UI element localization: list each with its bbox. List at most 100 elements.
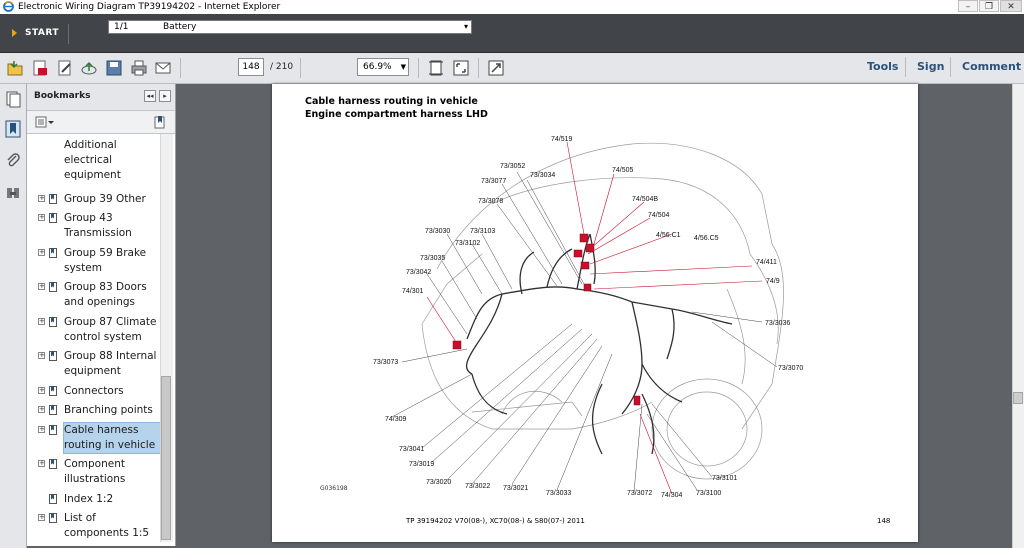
upload-cloud-icon[interactable] xyxy=(79,58,99,78)
svg-text:73/3021: 73/3021 xyxy=(503,485,528,492)
page-number-input[interactable]: 148 xyxy=(238,58,264,76)
expand-toggle-icon[interactable]: + xyxy=(38,513,45,521)
svg-text:73/3103: 73/3103 xyxy=(470,228,495,235)
svg-text:74/9: 74/9 xyxy=(766,278,780,285)
svg-text:74/411: 74/411 xyxy=(756,259,777,266)
divider xyxy=(180,58,181,78)
svg-text:73/3020: 73/3020 xyxy=(426,479,451,486)
bookmark-label: Branching points xyxy=(64,404,153,416)
expand-toggle-icon[interactable]: + xyxy=(38,194,45,202)
bookmark-icon xyxy=(49,405,57,415)
bookmark-icon[interactable] xyxy=(4,120,22,138)
svg-text:4/56.C1: 4/56.C1 xyxy=(656,232,681,239)
bookmark-icon xyxy=(49,386,57,396)
zoom-select[interactable]: 66.9%▼ xyxy=(357,58,409,76)
chevron-down-icon: ▼ xyxy=(400,63,406,71)
bookmarks-scrollbar-thumb[interactable] xyxy=(161,376,171,540)
svg-text:73/3073: 73/3073 xyxy=(373,359,398,366)
page-total: / 210 xyxy=(270,62,294,72)
divider xyxy=(418,58,419,78)
svg-text:73/3101: 73/3101 xyxy=(712,475,737,482)
edit-icon[interactable] xyxy=(55,58,75,78)
bookmark-label: Group 87 Climate control system xyxy=(64,316,157,343)
svg-text:73/3033: 73/3033 xyxy=(546,490,571,497)
bookmark-icon xyxy=(49,425,57,435)
document-scrollbar[interactable] xyxy=(1012,84,1024,548)
expand-toggle-icon[interactable]: + xyxy=(38,459,45,467)
expand-toggle-icon[interactable]: + xyxy=(38,425,45,433)
bookmark-label: Additional electrical equipment xyxy=(64,139,121,181)
leader-lines xyxy=(426,141,763,495)
expand-toggle-icon[interactable]: + xyxy=(38,282,45,290)
bookmark-icon xyxy=(49,459,57,469)
start-label: START xyxy=(25,28,60,38)
bookmark-icon xyxy=(49,282,57,292)
open-icon[interactable] xyxy=(5,58,25,78)
black-leaders xyxy=(391,171,778,493)
print-icon[interactable] xyxy=(129,58,149,78)
bookmark-icon xyxy=(49,213,57,223)
svg-text:74/519: 74/519 xyxy=(551,136,573,143)
fit-width-icon[interactable] xyxy=(426,58,446,78)
expand-toggle-icon[interactable]: + xyxy=(38,248,45,256)
sign-button[interactable]: Sign xyxy=(917,60,945,73)
expand-toggle-icon[interactable]: + xyxy=(38,405,45,413)
bookmark-label: Index 1:2 xyxy=(64,493,114,505)
bookmark-label: Connectors xyxy=(64,385,124,397)
tools-button[interactable]: Tools xyxy=(867,60,899,73)
attachment-icon[interactable] xyxy=(4,152,22,170)
svg-text:73/3052: 73/3052 xyxy=(500,163,525,170)
bookmark-label: Cable harness routing in vehicle xyxy=(63,422,160,454)
bookmark-icon xyxy=(49,351,57,361)
bookmark-label: Group 39 Other xyxy=(64,193,146,205)
bookmark-icon xyxy=(49,513,57,523)
bookmark-label: Group 43 Transmission xyxy=(64,212,132,239)
close-button[interactable]: ✕ xyxy=(1000,0,1022,12)
page-thumbnails-icon[interactable] xyxy=(4,90,22,108)
expand-toggle-icon[interactable]: + xyxy=(38,317,45,325)
window-title: Electronic Wiring Diagram TP39194202 - I… xyxy=(18,2,281,12)
save-icon[interactable] xyxy=(104,58,124,78)
svg-text:73/3041: 73/3041 xyxy=(399,446,424,453)
restore-button[interactable]: ❐ xyxy=(979,0,999,12)
svg-text:73/3102: 73/3102 xyxy=(455,240,480,247)
start-button[interactable]: START xyxy=(12,24,59,42)
document-scrollbar-thumb[interactable] xyxy=(1013,392,1023,404)
bookmarks-title: Bookmarks xyxy=(34,91,91,101)
email-icon[interactable] xyxy=(153,58,173,78)
comment-button[interactable]: Comment xyxy=(962,60,1022,73)
minimize-button[interactable]: – xyxy=(958,0,978,12)
svg-text:74/309: 74/309 xyxy=(385,416,407,423)
svg-text:73/3022: 73/3022 xyxy=(465,483,490,490)
chapter-select[interactable]: 1/1 Battery ▾ xyxy=(108,20,472,34)
svg-text:74/505: 74/505 xyxy=(612,167,634,174)
pdf-page xyxy=(272,84,918,542)
svg-text:73/3070: 73/3070 xyxy=(778,365,803,372)
document-heading: Cable harness routing in vehicle xyxy=(305,96,478,107)
bookmark-icon xyxy=(49,194,57,204)
bookmark-icon xyxy=(49,248,57,258)
expand-toggle-icon[interactable]: + xyxy=(38,386,45,394)
expand-toggle-icon[interactable]: + xyxy=(38,351,45,359)
close-panel-button[interactable]: ▸ xyxy=(159,90,171,102)
pdf-create-icon[interactable] xyxy=(30,58,50,78)
full-screen-icon[interactable] xyxy=(486,58,506,78)
expand-bookmark-icon[interactable] xyxy=(153,115,167,129)
svg-text:73/3034: 73/3034 xyxy=(530,172,555,179)
fit-page-icon[interactable] xyxy=(451,58,471,78)
options-menu-icon[interactable] xyxy=(35,116,55,128)
expand-toggle-icon[interactable]: + xyxy=(38,213,45,221)
ie-icon xyxy=(3,1,14,12)
document-subheading: Engine compartment harness LHD xyxy=(305,109,488,120)
layers-icon[interactable] xyxy=(4,184,22,202)
bookmark-list: Additional electrical equipment + Group 39… xyxy=(34,134,160,542)
figure-code: G036198 xyxy=(320,485,348,492)
svg-text:73/3078: 73/3078 xyxy=(478,198,503,205)
navigation-bar: START 1/1 Battery ▾ xyxy=(0,14,1024,53)
svg-text:73/3019: 73/3019 xyxy=(409,461,434,468)
collapse-panel-button[interactable]: ◂◂ xyxy=(144,90,156,102)
bookmark-label: Group 88 Internal equipment xyxy=(64,350,157,377)
connectors xyxy=(452,233,641,406)
navigation-pane-rail xyxy=(0,84,27,548)
